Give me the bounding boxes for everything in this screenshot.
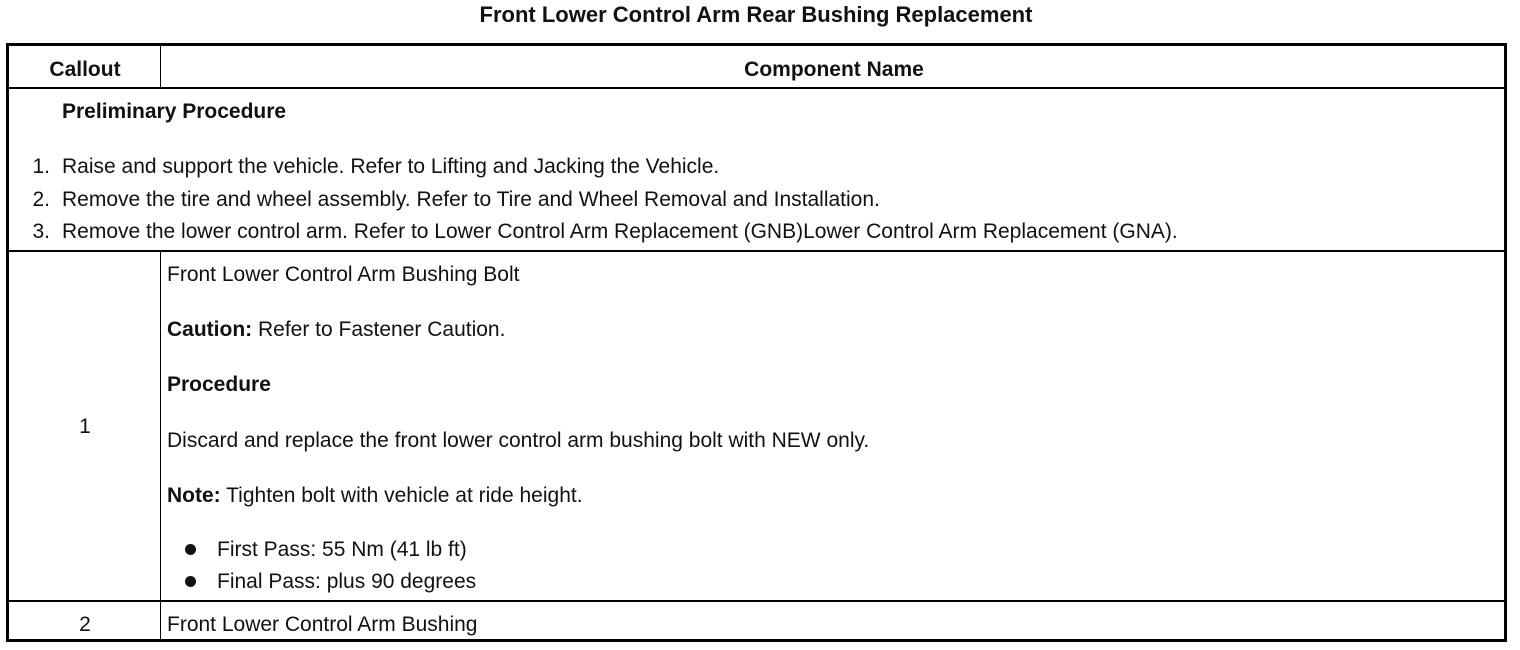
procedure-text: Discard and replace the front lower cont… [167, 429, 870, 452]
step-text: Remove the tire and wheel assembly. Refe… [62, 188, 880, 211]
page-title: Front Lower Control Arm Rear Bushing Rep… [479, 2, 1033, 27]
callout-column-header: Callout [49, 58, 121, 81]
bullet-icon [185, 544, 196, 555]
procedure-heading: Procedure [167, 373, 271, 396]
bullet-text: Final Pass: plus 90 degrees [217, 570, 477, 593]
procedure-table: Callout Component Name Preliminary Proce… [6, 43, 1507, 642]
note-text: Tighten bolt with vehicle at ride height… [220, 484, 583, 507]
step-text: Raise and support the vehicle. Refer to … [62, 155, 720, 178]
header-divider [160, 46, 161, 87]
callout-number: 1 [79, 415, 91, 438]
header-bottom-rule [9, 87, 1504, 89]
bullet-text: First Pass: 55 Nm (41 lb ft) [217, 538, 467, 561]
caution-label: Caution: [167, 318, 253, 341]
column-divider [160, 251, 161, 600]
step-number: 2. [32, 188, 50, 211]
row-rule [9, 600, 1504, 602]
bullet-icon [185, 576, 196, 587]
callout-number: 2 [79, 613, 91, 636]
component-name: Front Lower Control Arm Bushing [167, 613, 478, 636]
step-number: 1. [32, 155, 50, 178]
note-label: Note: [167, 484, 221, 507]
step-number: 3. [32, 220, 50, 243]
step-text: Remove the lower control arm. Refer to L… [62, 220, 1178, 243]
column-divider [160, 601, 161, 642]
caution-line: Caution: Refer to Fastener Caution. [167, 317, 505, 343]
caution-text: Refer to Fastener Caution. [252, 318, 506, 341]
note-line: Note: Tighten bolt with vehicle at ride … [167, 483, 583, 509]
preliminary-heading: Preliminary Procedure [62, 100, 287, 123]
component-name-column-header: Component Name [744, 58, 924, 81]
component-name: Front Lower Control Arm Bushing Bolt [167, 263, 520, 286]
row-rule [9, 250, 1504, 252]
